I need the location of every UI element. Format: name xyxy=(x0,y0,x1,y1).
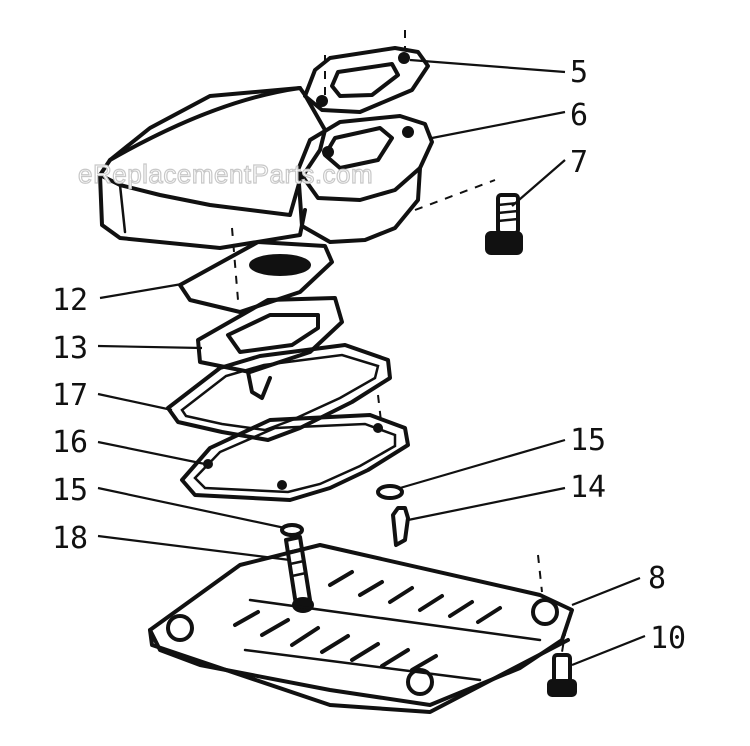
watermark-text: eReplacementParts.com xyxy=(78,159,373,189)
part-13-spark-arrestor-screen xyxy=(196,296,344,400)
part-12-heat-shield xyxy=(178,240,334,314)
callout-14: 14 xyxy=(570,470,606,505)
callout-10: 10 xyxy=(650,621,686,656)
callout-6: 6 xyxy=(570,98,588,133)
callout-15-right: 15 xyxy=(570,423,606,458)
callout-12: 12 xyxy=(52,283,88,318)
assembly-lines xyxy=(231,30,567,653)
callout-7: 7 xyxy=(570,145,588,180)
callout-5: 5 xyxy=(570,55,588,90)
muffler-body xyxy=(98,86,327,250)
callout-8: 8 xyxy=(648,561,666,596)
callout-13: 13 xyxy=(52,331,88,366)
part-8-base-plate xyxy=(148,543,574,714)
callout-16: 16 xyxy=(52,425,88,460)
part-15-washer xyxy=(376,484,404,500)
part-17-gasket-ring xyxy=(166,343,392,442)
part-6-exhaust-flange xyxy=(296,114,434,244)
leader-lines xyxy=(97,58,646,667)
callout-15-left: 15 xyxy=(52,473,88,508)
part-15-washer-lower xyxy=(280,523,304,537)
part-16-muffler-plate xyxy=(180,413,410,502)
callout-17: 17 xyxy=(52,378,88,413)
part-10-bolt xyxy=(547,653,577,697)
part-5-exhaust-gasket xyxy=(303,46,430,114)
callout-labels: 5 6 7 12 13 17 16 15 15 14 18 8 10 xyxy=(52,55,686,656)
part-14-screw xyxy=(391,506,410,547)
vent-slots xyxy=(233,570,542,682)
part-7-bolt xyxy=(485,193,523,255)
callout-18: 18 xyxy=(52,521,88,556)
